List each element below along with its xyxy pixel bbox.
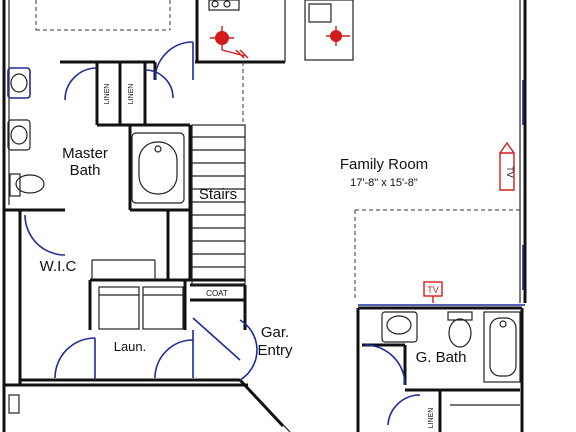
room-label-stairs: Stairs: [199, 186, 237, 203]
tv-label-upper: TV: [505, 166, 515, 178]
closet-label-linen-2: LINEN: [128, 84, 135, 105]
kitchen-island: [304, 0, 354, 61]
room-label-laundry: Laun.: [114, 339, 147, 354]
room-label-guest-bath: G. Bath: [416, 349, 467, 366]
master-tub: [131, 132, 185, 204]
room-label-wic: W.I.C: [40, 258, 77, 275]
electrical-symbols: [210, 26, 350, 59]
guest-sink: [381, 311, 418, 343]
room-label-master-bath-1: Master: [62, 145, 108, 162]
tv-label-lower: TV: [427, 285, 439, 295]
door-swings: [24, 41, 524, 426]
tv-symbol-upper: TV: [499, 141, 515, 191]
washer: [98, 286, 140, 330]
tv-symbol-lower: TV: [423, 281, 443, 303]
master-toilet: [15, 174, 45, 194]
closet-label-linen-3: LINEN: [428, 408, 435, 429]
room-label-family-room: Family Room: [340, 156, 428, 173]
dryer: [142, 286, 184, 330]
closet-label-coat: COAT: [206, 289, 228, 298]
dashed-lines: [35, 0, 520, 300]
room-label-garage-entry-2: Entry: [257, 342, 293, 359]
walls: [2, 0, 527, 432]
guest-toilet: [447, 311, 473, 321]
room-label-garage-entry-1: Gar.: [261, 324, 289, 341]
closet-label-linen-1: LINEN: [104, 84, 111, 105]
stair-treads: [191, 124, 246, 286]
master-sink-top: [7, 67, 31, 99]
fixtures: [7, 0, 521, 414]
room-dims-family-room: 17'-8" x 15'-8": [350, 177, 418, 189]
room-label-master-bath-2: Bath: [70, 162, 101, 179]
guest-tub: [483, 311, 521, 383]
